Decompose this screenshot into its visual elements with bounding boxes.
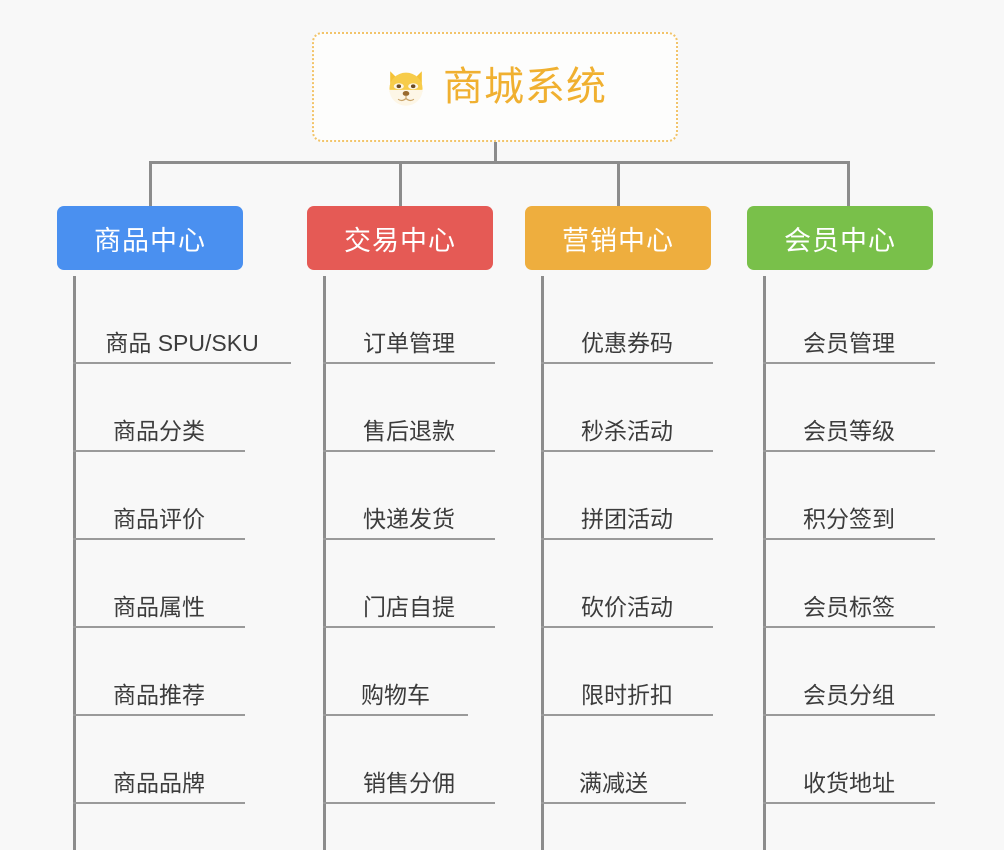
leaf-label: 会员标签 xyxy=(803,593,895,620)
root-title: 商城系统 xyxy=(443,65,607,109)
leaf-label: 会员分组 xyxy=(803,681,895,708)
connector-drop-1 xyxy=(149,161,152,208)
leaf-label: 商品属性 xyxy=(113,593,205,620)
branch-header-3[interactable]: 营销中心 xyxy=(525,206,711,270)
leaf-label: 商品推荐 xyxy=(113,681,205,708)
connector-drop-2 xyxy=(399,161,402,208)
leaf-item[interactable]: 优惠券码 xyxy=(541,276,713,364)
leaf-item[interactable]: 商品品牌 xyxy=(73,716,245,804)
leaf-label: 积分签到 xyxy=(803,505,895,532)
branch-label: 交易中心 xyxy=(344,225,456,256)
branch-trunk-2 xyxy=(323,276,326,850)
branch-label: 会员中心 xyxy=(784,225,896,256)
leaf-label: 秒杀活动 xyxy=(581,417,673,444)
branch-header-2[interactable]: 交易中心 xyxy=(307,206,493,270)
leaf-item[interactable]: 售后退款 xyxy=(323,364,495,452)
connector-drop-4 xyxy=(847,161,850,208)
leaf-item[interactable]: 快递发货 xyxy=(323,452,495,540)
leaf-label: 快递发货 xyxy=(363,505,455,532)
leaf-item[interactable]: 商品 SPU/SKU xyxy=(73,276,291,364)
leaf-label: 订单管理 xyxy=(363,329,455,356)
leaf-item[interactable]: 购物车 xyxy=(323,628,468,716)
branch-trunk-3 xyxy=(541,276,544,850)
leaf-label: 购物车 xyxy=(361,681,430,708)
leaf-item[interactable]: 商品评价 xyxy=(73,452,245,540)
branch-label: 营销中心 xyxy=(562,225,674,256)
leaf-item[interactable]: 门店自提 xyxy=(323,540,495,628)
leaf-item[interactable]: 满减送 xyxy=(541,716,686,804)
branch-trunk-4 xyxy=(763,276,766,850)
branch-label: 商品中心 xyxy=(94,225,206,256)
root-node[interactable]: 商城系统 xyxy=(312,32,678,142)
dog-face-icon xyxy=(383,64,429,110)
leaf-label: 商品品牌 xyxy=(113,769,205,796)
leaf-item[interactable]: 限时折扣 xyxy=(541,628,713,716)
leaf-item[interactable]: 会员分组 xyxy=(763,628,935,716)
leaf-label: 限时折扣 xyxy=(581,681,673,708)
leaf-label: 收货地址 xyxy=(803,769,895,796)
leaf-item[interactable]: 积分签到 xyxy=(763,452,935,540)
leaf-label: 优惠券码 xyxy=(581,329,673,356)
leaf-label: 售后退款 xyxy=(363,417,455,444)
leaf-label: 商品评价 xyxy=(113,505,205,532)
connector-horizontal-bus xyxy=(150,161,850,164)
leaf-item[interactable]: 秒杀活动 xyxy=(541,364,713,452)
connector-root-stub xyxy=(494,142,497,164)
leaf-label: 商品 SPU/SKU xyxy=(105,329,259,356)
leaf-item[interactable]: 商品属性 xyxy=(73,540,245,628)
branch-trunk-1 xyxy=(73,276,76,850)
leaf-item[interactable]: 销售分佣 xyxy=(323,716,495,804)
leaf-label: 拼团活动 xyxy=(581,505,673,532)
leaf-item[interactable]: 砍价活动 xyxy=(541,540,713,628)
leaf-item[interactable]: 拼团活动 xyxy=(541,452,713,540)
leaf-item[interactable]: 会员管理 xyxy=(763,276,935,364)
leaf-label: 销售分佣 xyxy=(363,769,455,796)
leaf-item[interactable]: 会员标签 xyxy=(763,540,935,628)
leaf-item[interactable]: 收货地址 xyxy=(763,716,935,804)
leaf-label: 商品分类 xyxy=(113,417,205,444)
leaf-label: 门店自提 xyxy=(363,593,455,620)
leaf-label: 会员等级 xyxy=(803,417,895,444)
leaf-label: 砍价活动 xyxy=(581,593,673,620)
leaf-item[interactable]: 商品推荐 xyxy=(73,628,245,716)
leaf-item[interactable]: 会员等级 xyxy=(763,364,935,452)
connector-drop-3 xyxy=(617,161,620,208)
branch-header-1[interactable]: 商品中心 xyxy=(57,206,243,270)
branch-header-4[interactable]: 会员中心 xyxy=(747,206,933,270)
leaf-item[interactable]: 订单管理 xyxy=(323,276,495,364)
leaf-label: 满减送 xyxy=(579,769,648,796)
leaf-label: 会员管理 xyxy=(803,329,895,356)
leaf-item[interactable]: 商品分类 xyxy=(73,364,245,452)
